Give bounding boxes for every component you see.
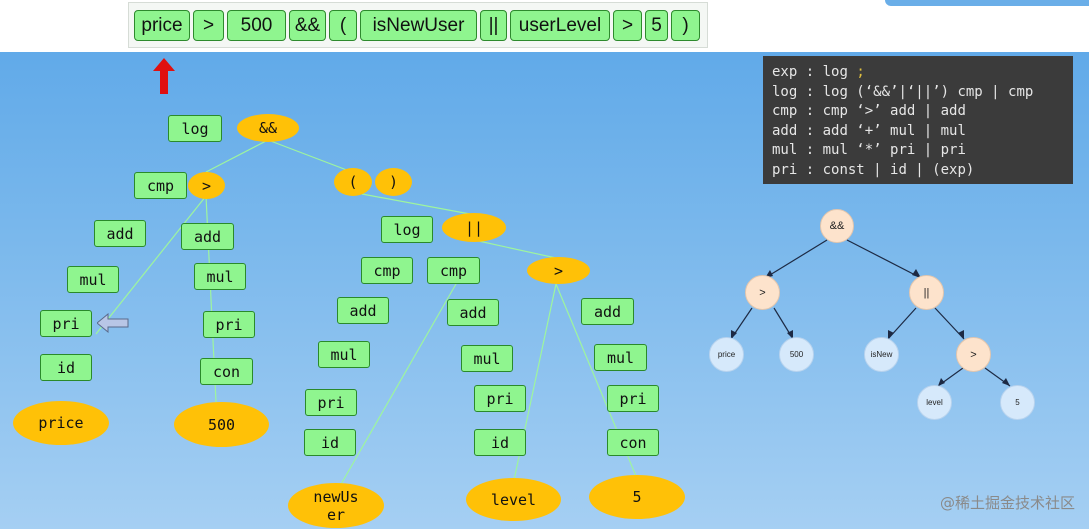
ast-price: price — [709, 337, 744, 372]
ast-isnew: isNew — [864, 337, 899, 372]
token-500: 500 — [227, 10, 286, 41]
node-cmp: cmp — [134, 172, 187, 199]
ast-5: 5 — [1000, 385, 1035, 420]
ast-level: level — [917, 385, 952, 420]
token-gt-2: > — [613, 10, 642, 41]
node-mul: mul — [194, 263, 246, 290]
grammar-rule: cmp : cmp ‘>’ add | add — [772, 103, 966, 119]
token-isnewuser: isNewUser — [360, 10, 477, 41]
edge-cmp-newuser — [339, 283, 457, 487]
grammar-rule: mul : mul ‘*’ pri | pri — [772, 142, 966, 158]
leaf-5: 5 — [589, 475, 685, 519]
node-pri: pri — [203, 311, 255, 338]
node-add: add — [447, 299, 499, 326]
grammar-rule: pri : const | id | (exp) — [772, 161, 975, 178]
token-price: price — [134, 10, 190, 41]
node-gt: > — [188, 172, 225, 199]
node-con: con — [200, 358, 253, 385]
node-log: log — [168, 115, 222, 142]
node-mul: mul — [67, 266, 119, 293]
node-cmp: cmp — [361, 257, 413, 284]
node-id: id — [40, 354, 92, 381]
node-pri: pri — [40, 310, 92, 337]
grammar-rule: exp : log ; — [772, 64, 865, 80]
node-paren-close: ) — [375, 168, 412, 196]
token-and: && — [289, 10, 326, 41]
grammar-rule: add : add ‘+’ mul | mul — [772, 122, 966, 139]
token-gt: > — [193, 10, 224, 41]
node-add: add — [94, 220, 146, 247]
node-pri: pri — [474, 385, 526, 412]
left-arrow-icon — [97, 313, 129, 333]
token-bar: price > 500 && ( isNewUser || userLevel … — [128, 2, 708, 48]
up-arrow-icon — [153, 58, 175, 94]
edge-or-gt — [473, 239, 557, 259]
top-strip-accent — [885, 0, 1089, 6]
ast-and: && — [820, 209, 854, 243]
node-cmp: cmp — [427, 257, 480, 284]
token-or: || — [480, 10, 507, 41]
leaf-level: level — [466, 478, 561, 521]
node-gt: > — [527, 257, 590, 284]
token-paren-open: ( — [329, 10, 357, 41]
edge-and-gt — [205, 139, 269, 173]
leaf-newuser: newUs er — [288, 483, 384, 528]
ast-500: 500 — [779, 337, 814, 372]
leaf-price: price — [13, 401, 109, 445]
ast-or: || — [909, 275, 944, 310]
edge-and-paren — [267, 139, 353, 173]
edge-gt-pri — [95, 195, 207, 335]
token-5: 5 — [645, 10, 668, 41]
node-add: add — [581, 298, 634, 325]
node-con: con — [607, 429, 659, 456]
node-add: add — [181, 223, 234, 250]
token-userlevel: userLevel — [510, 10, 610, 41]
grammar-panel: exp : log ; log : log (‘&&’|‘||’) cmp | … — [763, 56, 1073, 184]
ast-gt: > — [745, 275, 780, 310]
ast-gt-2: > — [956, 337, 991, 372]
node-id: id — [474, 429, 526, 456]
node-mul: mul — [594, 344, 647, 371]
node-paren-open: ( — [334, 168, 372, 196]
watermark: @稀土掘金技术社区 — [939, 494, 1075, 512]
node-and: && — [237, 114, 299, 142]
node-pri: pri — [607, 385, 659, 412]
node-add: add — [337, 297, 389, 324]
node-mul: mul — [461, 345, 513, 372]
edge-paren-or — [361, 193, 471, 215]
node-or: || — [442, 213, 506, 242]
node-id: id — [304, 429, 356, 456]
node-pri: pri — [305, 389, 357, 416]
leaf-500: 500 — [174, 402, 269, 447]
node-mul: mul — [318, 341, 370, 368]
grammar-rule: log : log (‘&&’|‘||’) cmp | cmp — [772, 83, 1034, 100]
node-log: log — [381, 216, 433, 243]
token-paren-close: ) — [671, 10, 700, 41]
